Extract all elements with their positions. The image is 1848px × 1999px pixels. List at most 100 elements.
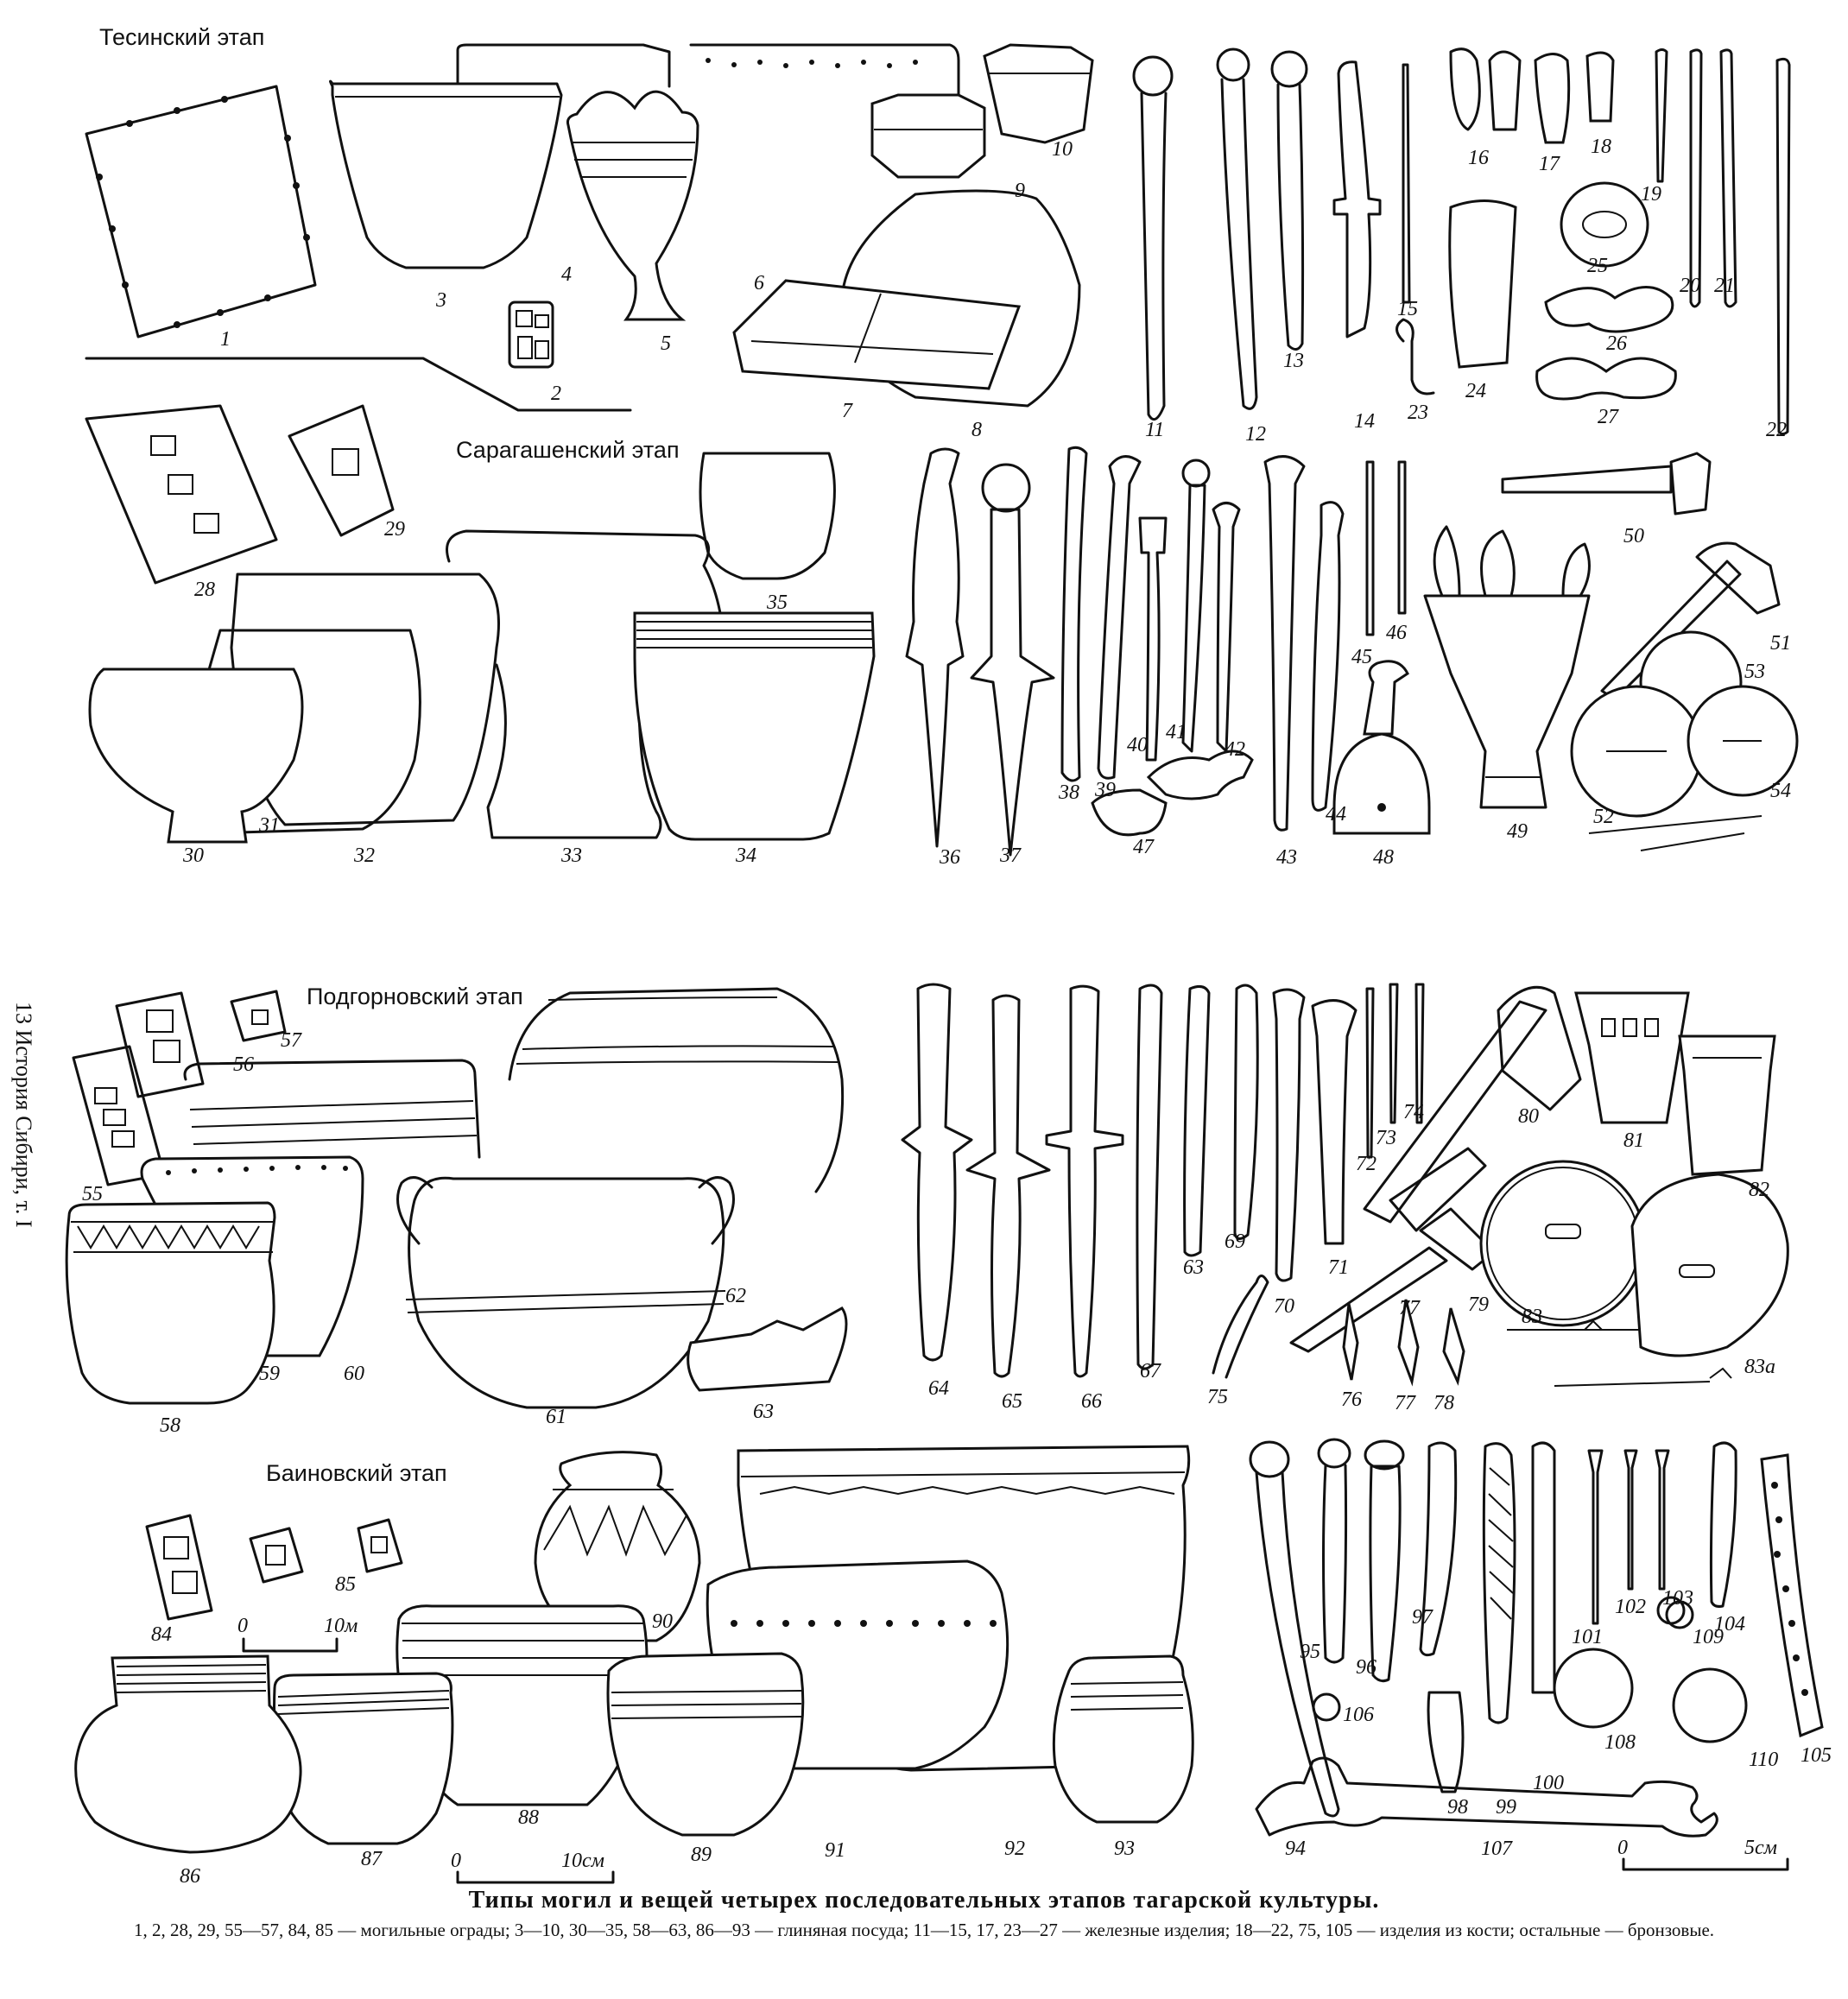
fig-num-90: 90 <box>652 1610 673 1633</box>
fig-num-52: 52 <box>1593 806 1614 828</box>
pottery-vessel-89 <box>606 1652 805 1837</box>
bronze-awl-72 <box>1365 987 1375 1159</box>
fig-num-105: 105 <box>1801 1744 1832 1767</box>
fig-num-108: 108 <box>1604 1731 1636 1754</box>
bronze-finial-81 <box>1574 991 1690 1124</box>
fig-num-78: 78 <box>1433 1392 1454 1414</box>
fig-num-53: 53 <box>1744 661 1765 683</box>
fig-num-55: 55 <box>82 1183 103 1205</box>
fig-num-75: 75 <box>1207 1386 1228 1408</box>
iron-pendant-17 <box>1534 53 1571 144</box>
bronze-mirror-108 <box>1553 1648 1634 1729</box>
grave-enclosure-57 <box>230 990 287 1042</box>
grave-enclosure-85 <box>357 1518 403 1573</box>
fig-num-24: 24 <box>1465 380 1486 402</box>
fig-num-87: 87 <box>361 1848 383 1870</box>
fig-num-91: 91 <box>825 1839 845 1862</box>
fig-num-97: 97 <box>1412 1606 1433 1629</box>
pottery-vessel-58 <box>65 1201 276 1405</box>
bone-plaque-105 <box>1760 1453 1824 1738</box>
grave-enclosure-56 <box>115 991 205 1098</box>
fig-num-17: 17 <box>1539 153 1560 175</box>
fig-num-71: 71 <box>1328 1256 1349 1279</box>
bone-pin-22 <box>1775 57 1791 435</box>
fig-num-56: 56 <box>233 1053 254 1076</box>
fig-num-106: 106 <box>1343 1704 1374 1726</box>
fig-num-54: 54 <box>1770 780 1791 802</box>
bone-pin-21 <box>1719 48 1737 308</box>
bronze-awl-46 <box>1397 460 1407 615</box>
fig-num-93: 93 <box>1114 1838 1135 1860</box>
fig-num-80: 80 <box>1518 1105 1539 1128</box>
fig-num-84: 84 <box>151 1623 172 1646</box>
pottery-vessel-10 <box>983 43 1094 144</box>
fig-num-74: 74 <box>1403 1101 1424 1123</box>
fig-num-2: 2 <box>551 383 561 405</box>
pottery-vessel-34 <box>633 611 876 841</box>
bronze-awl-101 <box>1587 1449 1604 1625</box>
scale-items-zero: 0 <box>1617 1837 1628 1859</box>
bone-pin-20 <box>1689 48 1703 308</box>
bronze-knife-104 <box>1709 1441 1737 1608</box>
fig-num-48: 48 <box>1373 846 1394 869</box>
fig-num-103: 103 <box>1662 1587 1693 1610</box>
fig-num-23: 23 <box>1408 402 1428 424</box>
fig-num-83a: 83а <box>1744 1356 1775 1378</box>
pottery-vessel-60 <box>183 1059 481 1159</box>
fig-num-77b: 77 <box>1399 1297 1421 1319</box>
bone-pendant-18 <box>1585 51 1615 123</box>
fig-num-38: 38 <box>1058 781 1079 804</box>
iron-plaque-24 <box>1448 199 1517 369</box>
fig-num-89: 89 <box>691 1844 712 1866</box>
iron-dagger-14 <box>1332 60 1382 338</box>
fig-num-37: 37 <box>999 845 1022 867</box>
iron-knife-11 <box>1132 55 1174 421</box>
fig-num-35: 35 <box>766 591 788 614</box>
stage-title-podgornovsky: Подгорновский этап <box>307 984 523 1009</box>
fig-num-12: 12 <box>1245 423 1266 446</box>
fig-num-44: 44 <box>1326 803 1346 826</box>
fig-num-25: 25 <box>1587 255 1608 277</box>
bronze-tool-100 <box>1531 1441 1556 1694</box>
bronze-arrowhead-76 <box>1342 1303 1359 1381</box>
fig-num-85: 85 <box>335 1573 356 1596</box>
iron-buckle-27 <box>1535 357 1677 401</box>
bronze-knife-41 <box>1181 459 1211 753</box>
pottery-vessel-5 <box>566 90 699 321</box>
bone-pin-19 <box>1655 48 1668 183</box>
bronze-knife-98 <box>1427 1691 1465 1793</box>
fig-num-82: 82 <box>1749 1179 1769 1201</box>
side-running-title: 13 История Сибири, т. I <box>7 1002 41 1278</box>
stage-divider-line <box>85 357 632 412</box>
scale-items: 0 5см <box>1617 1837 1789 1871</box>
fig-num-42: 42 <box>1225 738 1245 761</box>
fig-num-63: 63 <box>753 1401 774 1423</box>
fig-num-96: 96 <box>1356 1656 1377 1679</box>
fig-num-30: 30 <box>182 845 204 867</box>
fig-num-76: 76 <box>1341 1389 1362 1411</box>
fig-num-104: 104 <box>1714 1613 1745 1635</box>
bronze-dagger-66 <box>1045 984 1124 1378</box>
fig-num-26: 26 <box>1606 332 1627 355</box>
bronze-pendant-16 <box>1449 47 1522 131</box>
fig-num-57: 57 <box>281 1029 302 1052</box>
side-running-title-text: 13 История Сибири, т. I <box>11 1002 36 1228</box>
figure-caption-title: Типы могил и вещей четырех последователь… <box>468 1887 1380 1914</box>
pottery-vessel-35 <box>699 452 836 580</box>
fig-num-21: 21 <box>1714 275 1735 297</box>
pottery-vessel-61 <box>396 1176 735 1409</box>
fig-num-50: 50 <box>1623 525 1644 547</box>
bronze-awl-102 <box>1623 1449 1638 1591</box>
bronze-bridle-107 <box>1255 1756 1718 1838</box>
fig-num-1: 1 <box>220 328 231 351</box>
fig-num-109: 109 <box>1693 1626 1724 1648</box>
fig-num-34: 34 <box>735 845 756 867</box>
bronze-knife-68 <box>1183 984 1211 1257</box>
fig-num-15: 15 <box>1397 298 1418 320</box>
bronze-awl-74 <box>1414 983 1425 1124</box>
bronze-arrowhead-77 <box>1397 1299 1420 1387</box>
fig-num-49: 49 <box>1507 820 1528 843</box>
fig-num-59: 59 <box>259 1363 280 1385</box>
bronze-knife-67 <box>1136 984 1163 1370</box>
